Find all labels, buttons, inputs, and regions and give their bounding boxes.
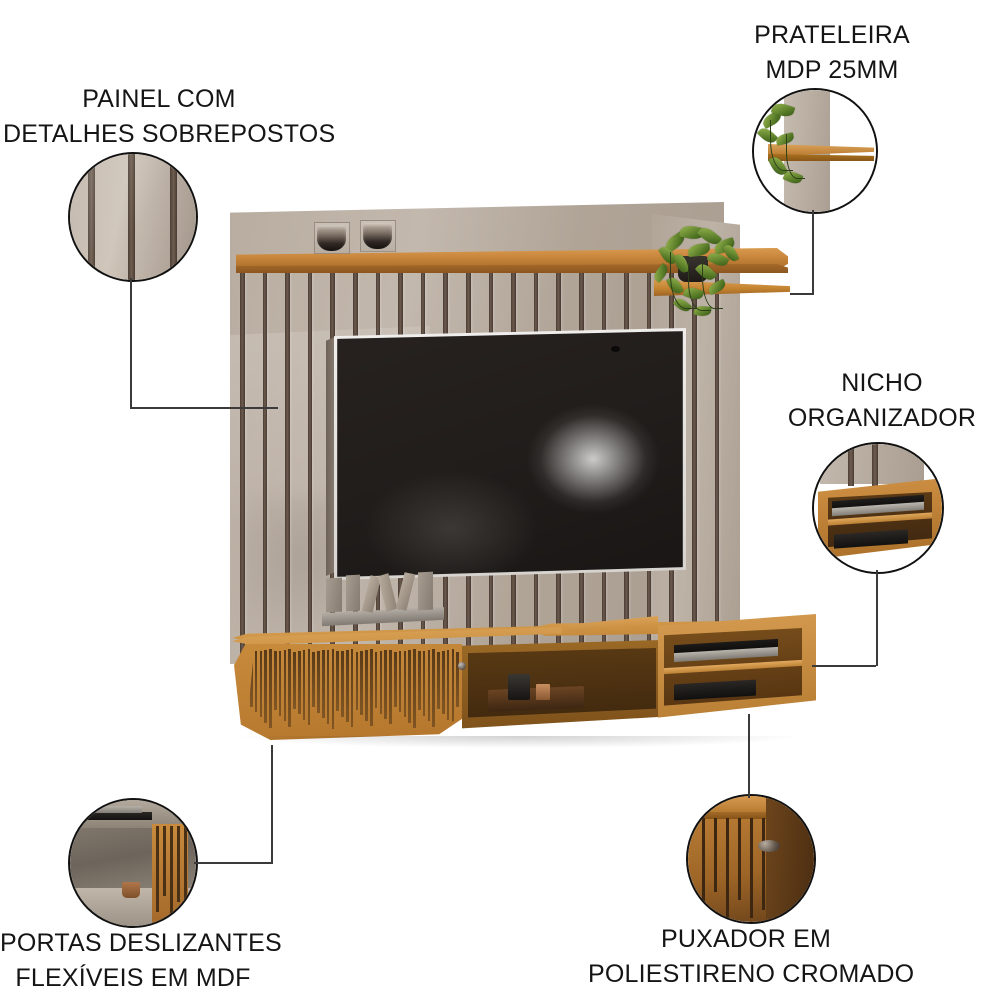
door-rib bbox=[398, 651, 402, 712]
door-rib bbox=[427, 650, 431, 722]
drop-shadow bbox=[238, 736, 798, 748]
black-canister bbox=[508, 674, 530, 700]
panel-slat bbox=[714, 254, 720, 662]
door-rib bbox=[403, 650, 407, 718]
leader-prateleira-v bbox=[812, 210, 814, 294]
door-rib bbox=[442, 650, 445, 715]
leader-painel-v bbox=[130, 278, 132, 408]
door-rib bbox=[389, 649, 392, 725]
slatted-door-ribs bbox=[248, 648, 460, 736]
door-rib bbox=[422, 650, 426, 716]
door-rib bbox=[418, 651, 421, 711]
leader-nicho-h bbox=[812, 665, 876, 667]
door-rib bbox=[346, 649, 349, 723]
callout-line-1: PUXADOR EM bbox=[660, 925, 832, 953]
panel-slat bbox=[285, 254, 290, 662]
door-rib bbox=[379, 651, 383, 714]
door-rib bbox=[274, 651, 277, 711]
dark-glass-bowl-left bbox=[317, 225, 346, 251]
callout-line-1: PRATELEIRA bbox=[754, 21, 910, 49]
panel-slat bbox=[240, 254, 245, 662]
panel-slats-detail-icon bbox=[68, 152, 198, 282]
leader-painel-h bbox=[130, 407, 278, 409]
door-rib bbox=[278, 650, 282, 716]
product-render bbox=[222, 196, 822, 756]
tv-screen bbox=[337, 331, 683, 577]
door-rib bbox=[360, 650, 363, 716]
plant-vine bbox=[702, 256, 723, 309]
chrome-handle-detail-icon bbox=[686, 794, 816, 924]
door-rib bbox=[365, 650, 368, 721]
callout-line-1: PAINEL COM bbox=[82, 85, 236, 113]
dark-glass-bowl-right bbox=[363, 223, 392, 249]
door-rib bbox=[446, 650, 450, 720]
door-rib bbox=[408, 649, 411, 723]
tv-camera-dot bbox=[611, 346, 620, 352]
door-rib bbox=[394, 652, 397, 707]
callout-line-2: POLIESTIRENO CROMADO bbox=[588, 959, 915, 988]
door-rib bbox=[336, 651, 339, 712]
door-rib bbox=[355, 651, 359, 710]
plant-vine bbox=[670, 252, 697, 309]
floating-shelf-detail-icon bbox=[752, 88, 878, 214]
door-rib bbox=[322, 650, 325, 719]
callout-line-2: FLEXÍVEIS EM MDF bbox=[15, 963, 251, 992]
door-rib bbox=[302, 650, 306, 720]
callout-label-puxador: PUXADOR EM POLIESTIRENO CROMADO bbox=[588, 922, 915, 991]
callout-line-2: MDP 25MM bbox=[765, 55, 899, 84]
door-rib bbox=[293, 651, 296, 709]
chrome-handle-knob bbox=[458, 662, 466, 670]
door-rib bbox=[451, 649, 455, 726]
flat-screen-tv bbox=[334, 328, 686, 580]
door-rib bbox=[317, 651, 320, 713]
door-rib bbox=[283, 650, 287, 722]
panel-slat bbox=[307, 254, 313, 662]
door-rib bbox=[312, 651, 315, 708]
callout-label-nicho: NICHO ORGANIZADOR bbox=[782, 366, 982, 435]
open-niche-detail-icon bbox=[812, 442, 944, 574]
panel-slat bbox=[262, 254, 268, 662]
door-rib bbox=[374, 651, 378, 709]
decor-bookend bbox=[418, 571, 433, 611]
leader-nicho-v bbox=[876, 570, 878, 666]
sliding-door-detail-icon bbox=[68, 798, 198, 928]
callout-line-1: PORTAS DESLIZANTES bbox=[0, 929, 282, 957]
door-rib bbox=[331, 648, 335, 730]
door-rib bbox=[326, 649, 330, 724]
door-rib bbox=[298, 650, 301, 715]
callout-label-painel-detalhes: PAINEL COM DETALHES SOBREPOSTOS bbox=[3, 82, 336, 151]
callout-label-prateleira: PRATELEIRA MDP 25MM bbox=[722, 18, 942, 87]
door-rib bbox=[350, 649, 354, 728]
callout-label-portas: PORTAS DESLIZANTES FLEXÍVEIS EM MDF bbox=[0, 926, 282, 995]
door-rib bbox=[370, 649, 373, 726]
door-rib bbox=[437, 651, 440, 709]
door-rib bbox=[288, 649, 291, 727]
door-rib bbox=[254, 651, 258, 712]
door-rib bbox=[259, 650, 263, 718]
callout-line-1: NICHO bbox=[841, 369, 923, 397]
door-rib bbox=[269, 649, 272, 729]
callout-line-2: ORGANIZADOR bbox=[787, 403, 977, 432]
door-rib bbox=[456, 651, 459, 708]
decor-bookend bbox=[346, 574, 360, 612]
plant-vine bbox=[688, 262, 711, 311]
leader-prateleira-h bbox=[790, 293, 814, 295]
copper-cup bbox=[536, 684, 550, 700]
door-rib bbox=[384, 650, 387, 719]
door-rib bbox=[432, 649, 435, 727]
leader-portas-v bbox=[271, 745, 273, 864]
decor-bookend bbox=[326, 577, 342, 613]
panel-slat bbox=[692, 254, 697, 662]
door-rib bbox=[413, 649, 416, 729]
top-wood-ledge-face bbox=[236, 264, 788, 273]
door-rib bbox=[307, 649, 311, 726]
leader-puxador-v bbox=[748, 714, 750, 798]
callout-line-2: DETALHES SOBREPOSTOS bbox=[3, 119, 336, 148]
leader-portas-h bbox=[194, 862, 272, 864]
door-rib bbox=[341, 650, 344, 717]
door-rib bbox=[264, 649, 267, 723]
tv-side-edge bbox=[326, 336, 337, 576]
